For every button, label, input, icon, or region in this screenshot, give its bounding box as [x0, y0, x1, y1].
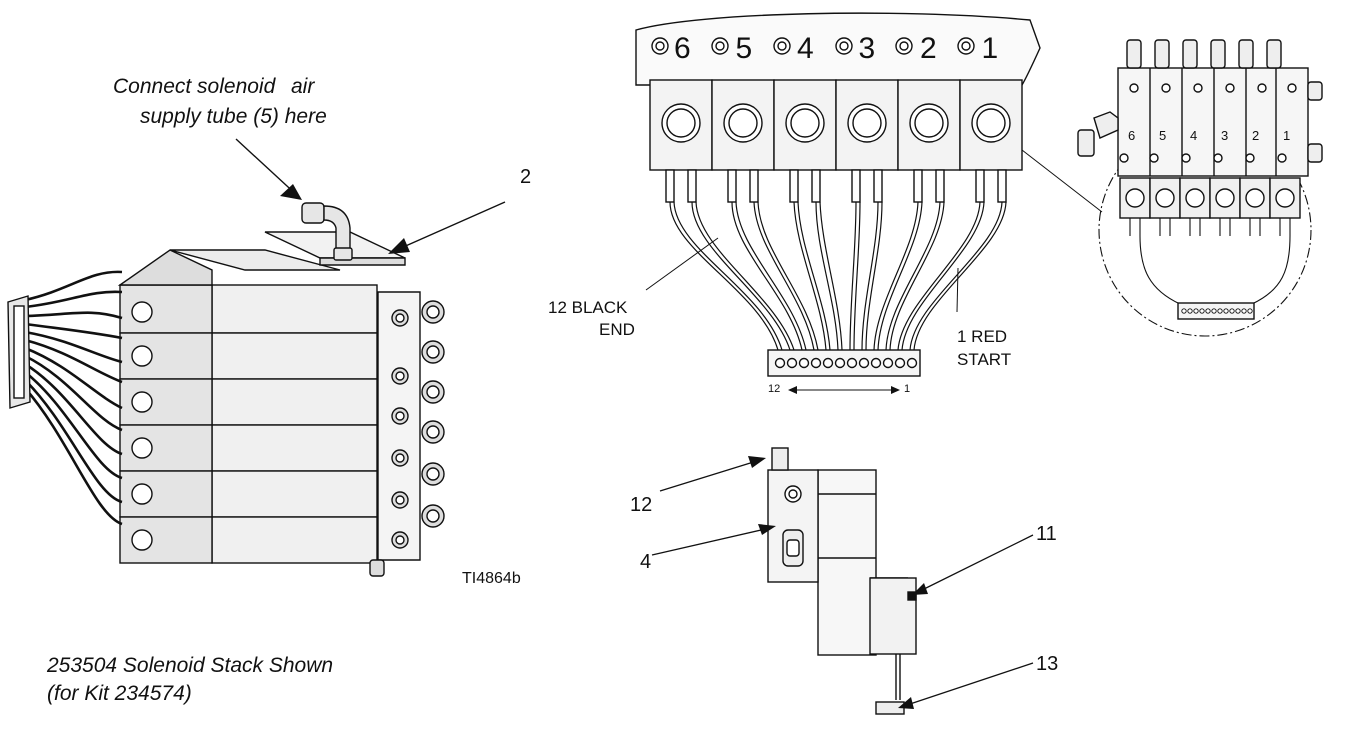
detail-fittings	[1077, 39, 1323, 163]
solenoid-stack-illustration	[7, 138, 506, 577]
terminal-block	[767, 349, 921, 377]
callout-4: 4	[640, 551, 652, 573]
detail-valve-number-4: 4	[1190, 128, 1197, 143]
caption-line-1: 253504 Solenoid Stack Shown	[47, 654, 334, 677]
wire-harness	[24, 270, 123, 526]
detail-valve-number-6: 6	[1128, 128, 1135, 143]
pin-scale-end: 1	[904, 383, 911, 395]
wire-fan	[669, 201, 1007, 351]
detail-valve-number-5: 5	[1159, 128, 1166, 143]
wiring-valve-number-2: 2	[920, 32, 937, 65]
valve-modules	[649, 37, 1023, 203]
caption-line-2: (for Kit 234574)	[47, 682, 192, 705]
callout-arrows	[651, 456, 1034, 709]
wiring-valve-number-1: 1	[982, 32, 999, 65]
detail-valve-number-3: 3	[1221, 128, 1228, 143]
pin-order-arrow	[788, 386, 900, 394]
callout-12: 12	[630, 494, 653, 516]
red-start-line-2: START	[957, 350, 1012, 369]
valve-assembly	[767, 447, 917, 715]
wiring-valve-number-6: 6	[674, 32, 691, 65]
figure-id: TI4864b	[462, 570, 521, 587]
callout-11: 11	[1036, 523, 1057, 545]
wiring-valve-number-4: 4	[797, 32, 814, 65]
red-start-line-1: 1 RED	[957, 327, 1008, 346]
black-end-line-2: END	[599, 320, 635, 339]
wire-connector	[7, 295, 31, 409]
note-line-2: air	[291, 75, 315, 98]
note-line-3: supply tube (5) here	[140, 105, 327, 128]
detail-view	[1077, 39, 1323, 337]
detail-valve-number-2: 2	[1252, 128, 1259, 143]
detail-valve-number-1: 1	[1283, 128, 1290, 143]
wiring-valve-numbers: 6 5 4 3 2 1	[674, 32, 998, 65]
pin-scale-start: 12	[768, 383, 781, 395]
detail-valve-numbers: 6 5 4 3 2 1	[1128, 128, 1290, 143]
elbow-fitting	[301, 202, 353, 261]
valve-bodies	[117, 249, 378, 564]
note-line-1: Connect solenoid	[113, 75, 276, 98]
callout-13: 13	[1036, 653, 1059, 675]
black-end-line-1: 12 BLACK	[548, 298, 628, 317]
wiring-valve-number-5: 5	[736, 32, 753, 65]
callout-2: 2	[520, 166, 532, 188]
wiring-valve-number-3: 3	[859, 32, 876, 65]
wiring-diagram	[635, 12, 1103, 394]
manifold-fittings	[391, 300, 445, 549]
